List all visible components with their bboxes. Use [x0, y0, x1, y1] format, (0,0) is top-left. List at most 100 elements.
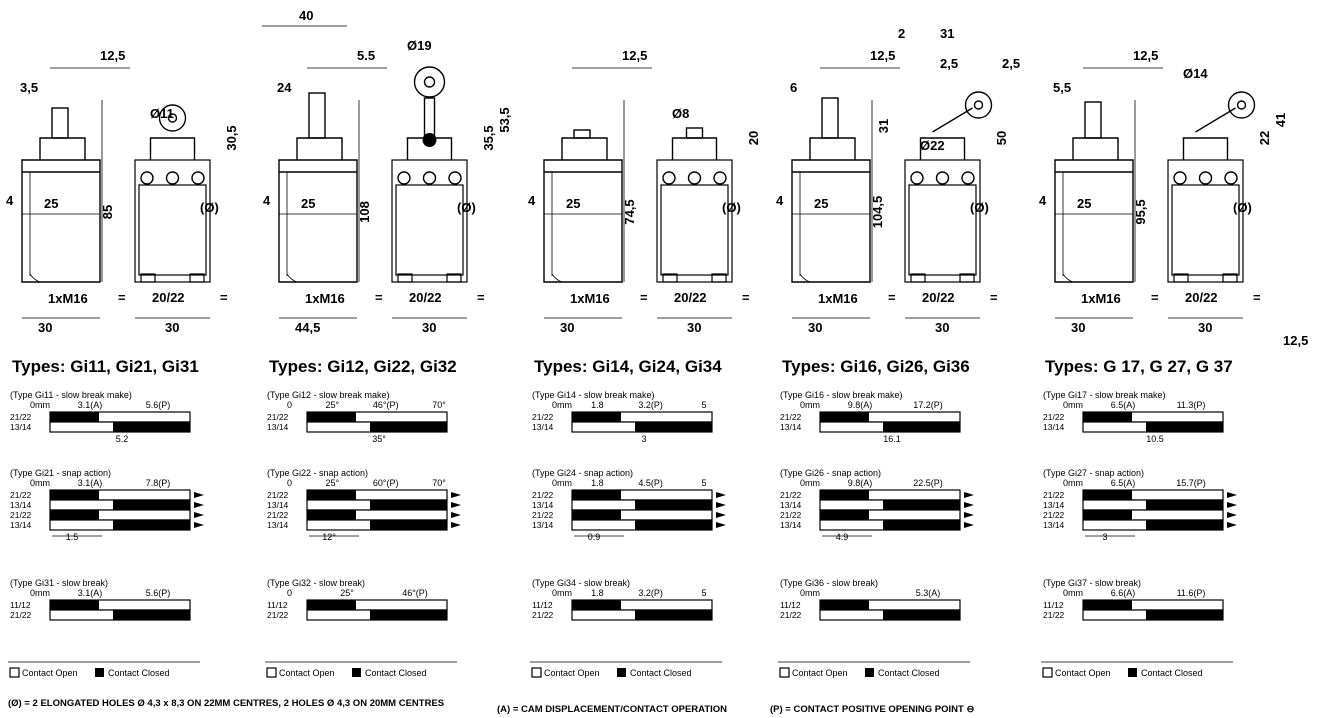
legend-closed-text: Contact Closed	[108, 668, 170, 678]
dimension-height: 20	[746, 131, 761, 145]
scale-label: 0mm	[800, 588, 820, 598]
equal-sign: =	[1151, 290, 1159, 305]
mounting-hole	[448, 171, 462, 185]
terminal-label: 21/22	[780, 610, 802, 620]
dimension-height: 95,5	[1133, 199, 1148, 224]
plunger	[685, 127, 704, 139]
dimension-height: 74,5	[622, 199, 637, 224]
contact-closed-segment	[635, 422, 712, 432]
dimension-height: 41	[1273, 113, 1288, 127]
thread-callout: 1xM16	[818, 291, 858, 306]
scale-label: 5.6(P)	[146, 588, 171, 598]
scale-label: 1.8	[591, 400, 604, 410]
contact-closed-segment	[1146, 610, 1223, 620]
diagram-label: (Type Gi32 - slow break)	[267, 578, 365, 588]
legend-closed-text: Contact Closed	[1141, 668, 1203, 678]
scale-label: 5.3(A)	[916, 588, 941, 598]
travel-value: 0.9	[588, 532, 601, 542]
legend-open-swatch	[531, 667, 542, 678]
contact-closed-segment	[307, 412, 356, 422]
legend-closed-swatch	[95, 668, 104, 677]
scale-label: 1.8	[591, 478, 604, 488]
scale-label: 15.7(P)	[1176, 478, 1206, 488]
legend-open-swatch	[779, 667, 790, 678]
contact-closed-segment	[50, 412, 99, 422]
switch-body-side	[1054, 159, 1134, 283]
contact-closed-segment	[50, 510, 99, 520]
switch-head	[809, 137, 856, 160]
scale-label: 0mm	[552, 478, 572, 488]
block-title: Types: G 17, G 27, G 37	[1045, 357, 1233, 376]
terminal-label: 21/22	[10, 610, 32, 620]
terminal-label: 13/14	[1043, 422, 1065, 432]
dimension-height: 31	[876, 119, 891, 133]
scale-label: 9.8(A)	[848, 400, 873, 410]
switch-body-side	[543, 159, 623, 283]
terminal-label: 13/14	[267, 520, 289, 530]
base-foot	[446, 273, 462, 283]
dimension-side: 4	[776, 193, 784, 208]
scale-label: 25°	[340, 588, 354, 598]
dimension-height: 53,5	[497, 107, 512, 132]
mounting-hole	[422, 171, 437, 185]
contact-closed-segment	[572, 600, 621, 610]
contact-closed-segment	[820, 412, 869, 422]
legend-closed-text: Contact Closed	[878, 668, 940, 678]
dimension-base-front: 30	[687, 320, 701, 335]
switch-head	[296, 137, 343, 160]
scale-label: 0mm	[800, 400, 820, 410]
base-foot	[711, 273, 727, 283]
travel-value: 4.9	[836, 532, 849, 542]
scale-label: 1.8	[591, 588, 604, 598]
mounting-hole	[687, 171, 702, 185]
base-foot	[1173, 273, 1189, 283]
contact-closed-segment	[572, 412, 621, 422]
dimension-top-offset: 24	[277, 80, 292, 95]
switch-head	[561, 137, 608, 160]
terminal-label: 21/22	[1043, 610, 1065, 620]
dimension-side: 4	[263, 193, 271, 208]
dimension-top: 5.5	[357, 48, 375, 63]
contact-closed-segment	[307, 510, 356, 520]
dimension-base-front: 30	[165, 320, 179, 335]
legend-closed-swatch	[865, 668, 874, 677]
contact-closed-segment	[50, 600, 99, 610]
front-cover	[395, 184, 464, 276]
travel-value: 10.5	[1146, 434, 1164, 444]
dimension-side: 4	[528, 193, 536, 208]
scale-label: 0mm	[552, 400, 572, 410]
scale-label: 60°(P)	[373, 478, 399, 488]
scale-label: 0	[287, 588, 292, 598]
direction-arrow	[451, 502, 461, 508]
dimension-top-offset: 5,5	[1053, 80, 1071, 95]
equal-sign: =	[220, 290, 228, 305]
terminal-label: 21/22	[10, 510, 32, 520]
terminal-label: 21/22	[1043, 510, 1065, 520]
contact-closed-segment	[1146, 520, 1223, 530]
diagram-label: (Type Gi14 - slow break make)	[532, 390, 655, 400]
terminal-label: 13/14	[532, 422, 554, 432]
dimension-hole-centres: 20/22	[674, 290, 707, 305]
front-cover	[1171, 184, 1240, 276]
dimension-diameter: Ø11	[150, 106, 174, 121]
switch-body-front	[391, 159, 468, 283]
scale-label: 5.6(P)	[146, 400, 171, 410]
base-foot	[910, 273, 926, 283]
roller-axle	[167, 113, 178, 123]
dimension-diameter: Ø19	[407, 38, 432, 53]
diagram-label: (Type Gi17 - slow break make)	[1043, 390, 1166, 400]
dimension-top-offset: 3,5	[20, 80, 38, 95]
switch-body-front	[656, 159, 733, 283]
scale-label: 0	[287, 478, 292, 488]
terminal-label: 21/22	[532, 490, 554, 500]
base-foot	[1222, 273, 1238, 283]
switch-head	[149, 137, 196, 160]
switch-body-side	[21, 159, 101, 283]
contact-closed-segment	[1146, 500, 1223, 510]
